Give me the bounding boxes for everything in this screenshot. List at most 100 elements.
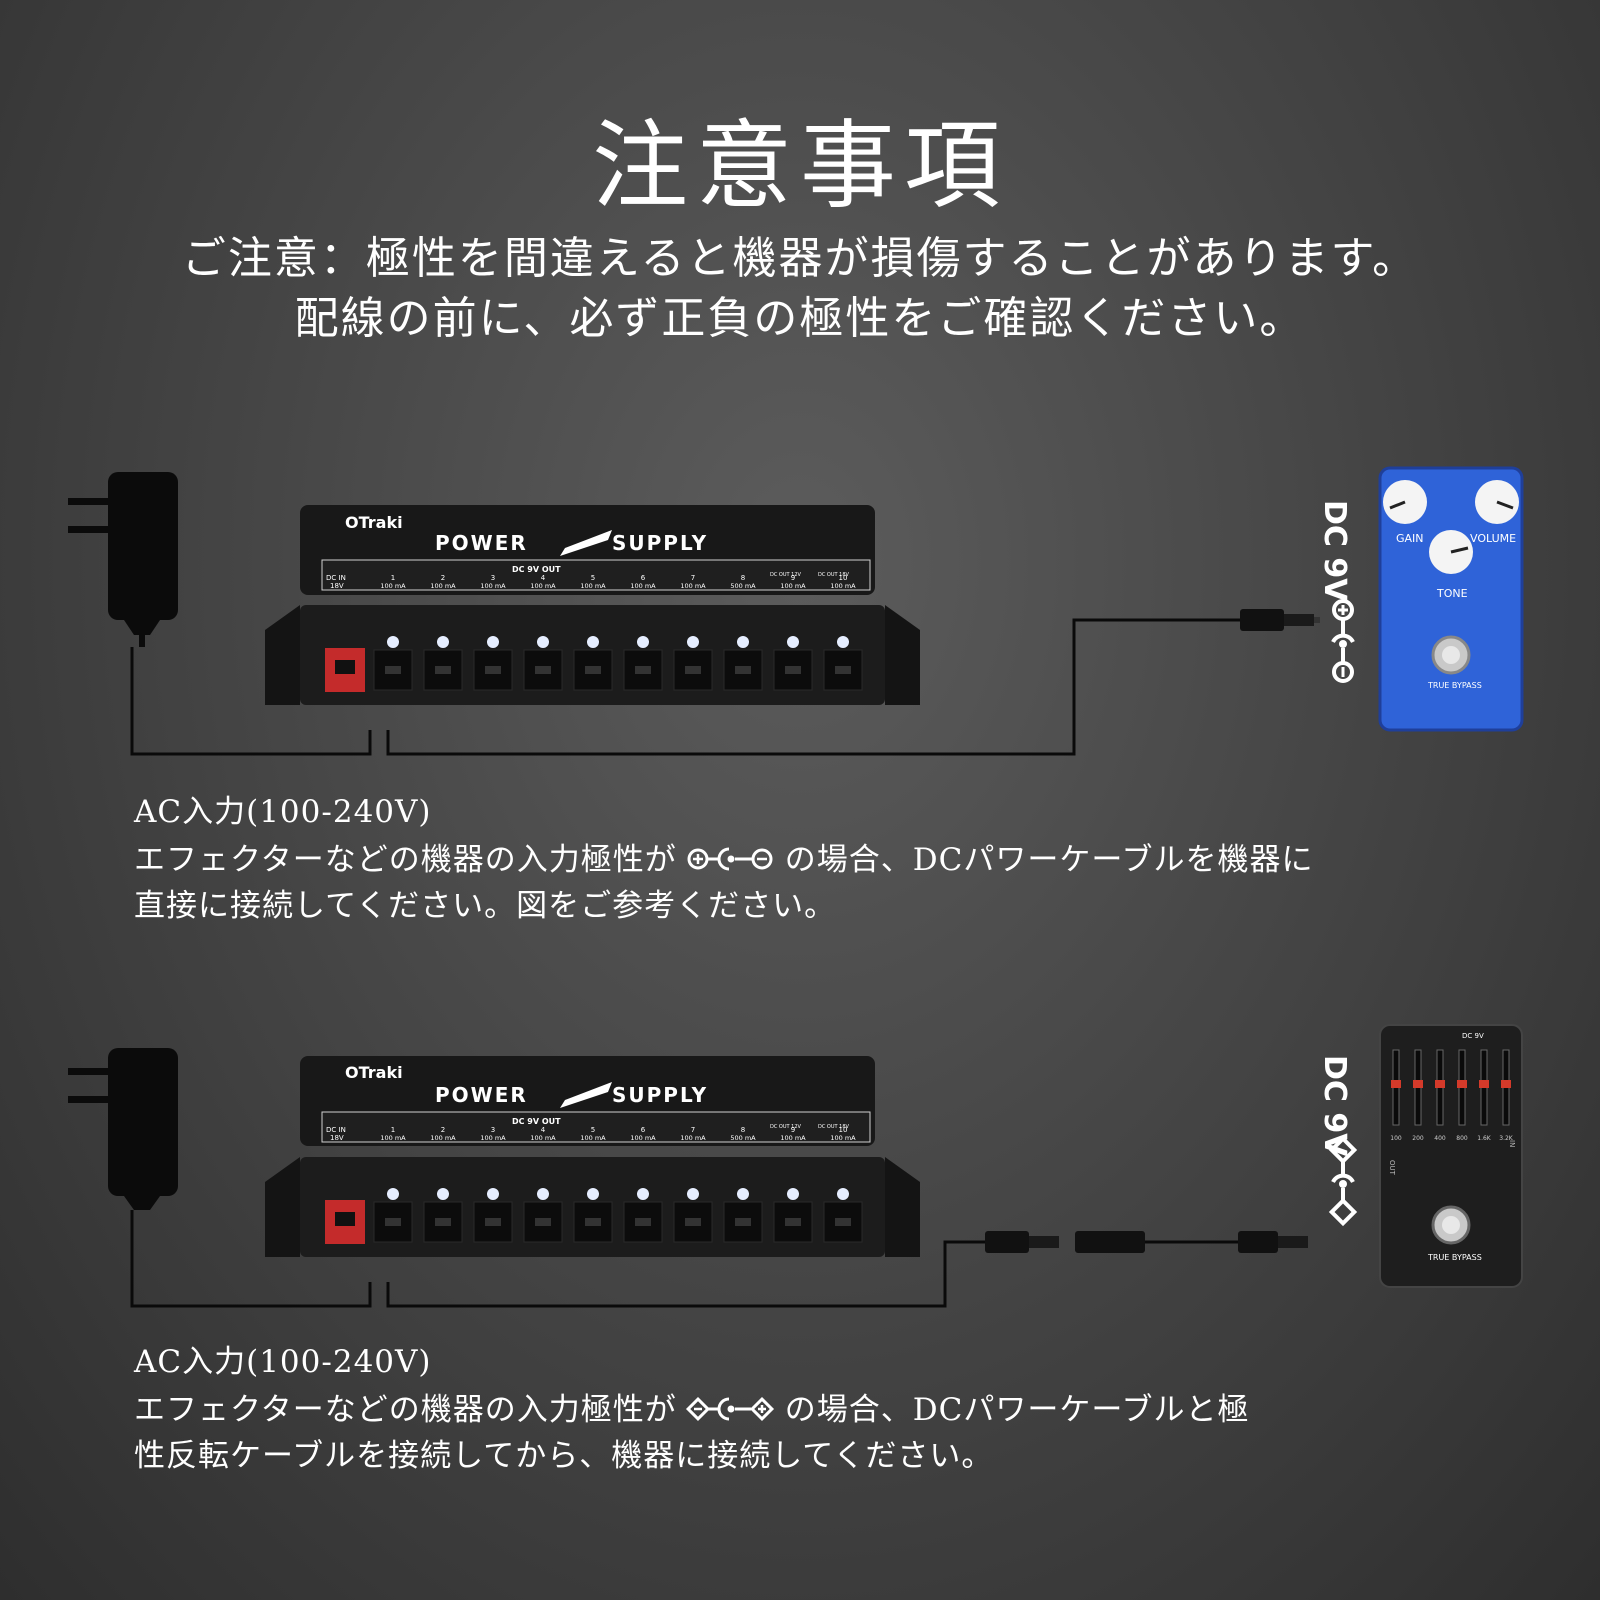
eq-slider-knob: [1435, 1080, 1445, 1088]
port-current: 100 mA: [830, 582, 856, 590]
jack-socket: [635, 666, 651, 674]
port-number: 7: [691, 574, 695, 582]
supply-label: SUPPLY: [612, 1083, 708, 1107]
supply-label: SUPPLY: [612, 531, 708, 555]
out12-label: DC OUT 12V: [770, 1124, 802, 1130]
jack-socket: [585, 666, 601, 674]
jack-socket: [785, 1218, 801, 1226]
dc-in-voltage: 18V: [330, 582, 344, 590]
eq-band-label: 100: [1390, 1135, 1402, 1142]
polarity-center-negative-icon: [1331, 599, 1355, 683]
jack-socket: [735, 1218, 751, 1226]
jack-socket: [435, 666, 451, 674]
port-number: 9: [791, 574, 795, 582]
eq-slider-knob: [1391, 1080, 1401, 1088]
jack-socket: [385, 1218, 401, 1226]
jack-socket: [685, 666, 701, 674]
port-number: 1: [391, 1126, 395, 1134]
out12-label: DC OUT 12V: [770, 572, 802, 578]
ac-adapter-icon: [68, 1048, 178, 1210]
jack-socket: [685, 1218, 701, 1226]
port-current: 100 mA: [530, 582, 556, 590]
pedal1-dc-label: DC 9V: [1317, 500, 1352, 602]
dc-output-jack: [673, 1201, 713, 1243]
port-number: 4: [541, 574, 546, 582]
led-indicator: [587, 1188, 599, 1200]
eq-band-label: 400: [1434, 1135, 1446, 1142]
port-number: 3: [491, 1126, 495, 1134]
volume-label: VOLUME: [1470, 532, 1516, 545]
port-number: 2: [441, 574, 445, 582]
port-current: 100 mA: [380, 1134, 406, 1142]
port-current: 100 mA: [630, 582, 656, 590]
port-current: 100 mA: [580, 582, 606, 590]
port-number: 8: [741, 1126, 745, 1134]
tone-label: TONE: [1436, 587, 1468, 600]
dc-in-label: DC IN: [326, 1126, 346, 1134]
jack-socket: [535, 1218, 551, 1226]
port-current: 100 mA: [780, 1134, 806, 1142]
eq-band-label: 800: [1456, 1135, 1468, 1142]
pedal2-in-label: IN: [1508, 1140, 1516, 1147]
caption1-text-after: の場合、DCパワーケーブルを機器に: [784, 842, 1314, 878]
ac-input-label: AC入力(100-240V): [134, 794, 432, 830]
brand-label: OTraki: [345, 1063, 403, 1082]
port-current: 100 mA: [430, 582, 456, 590]
port-number: 5: [591, 1126, 595, 1134]
led-indicator: [787, 1188, 799, 1200]
polarity-center-positive-icon: [1328, 1135, 1358, 1227]
eq-slider-knob: [1501, 1080, 1511, 1088]
port-current: 500 mA: [730, 582, 756, 590]
jack-socket: [435, 1218, 451, 1226]
gain-label: GAIN: [1396, 532, 1424, 545]
led-indicator: [537, 636, 549, 648]
port-current: 100 mA: [780, 582, 806, 590]
dc-plug-icon: [1240, 609, 1320, 631]
out18-label: DC OUT 18V: [818, 1124, 850, 1130]
port-number: 10: [839, 1126, 848, 1134]
port-current: 100 mA: [680, 1134, 706, 1142]
jack-socket: [535, 666, 551, 674]
port-current: 100 mA: [680, 582, 706, 590]
led-indicator: [687, 1188, 699, 1200]
eq-slider-knob: [1457, 1080, 1467, 1088]
port-current: 100 mA: [480, 1134, 506, 1142]
out18-label: DC OUT 18V: [818, 572, 850, 578]
dc-output-jack: [573, 1201, 613, 1243]
port-number: 2: [441, 1126, 445, 1134]
output-jack-row: [373, 1188, 863, 1243]
port-current: 100 mA: [480, 582, 506, 590]
port-number: 8: [741, 574, 745, 582]
port-number: 6: [641, 574, 646, 582]
port-number: 1: [391, 574, 395, 582]
led-indicator: [637, 636, 649, 648]
eq-slider-knob: [1479, 1080, 1489, 1088]
port-number: 10: [839, 574, 848, 582]
dc-in-label: DC IN: [326, 574, 346, 582]
port-current: 100 mA: [430, 1134, 456, 1142]
led-indicator: [837, 1188, 849, 1200]
ac-input-label: AC入力(100-240V): [134, 1344, 432, 1380]
caption2-text-after: の場合、DCパワーケーブルと極: [784, 1392, 1250, 1428]
jack-socket: [585, 1218, 601, 1226]
caption1-text-before: エフェクターなどの機器の入力極性が: [134, 842, 677, 878]
caption-direct: AC入力(100-240V) エフェクターなどの機器の入力極性が の場合、DCパワ…: [134, 790, 1313, 928]
caption-reversed: AC入力(100-240V) エフェクターなどの機器の入力極性がの場合、DCパワ…: [134, 1340, 1249, 1478]
jack-socket: [385, 666, 401, 674]
jack-socket: [835, 666, 851, 674]
port-number: 3: [491, 574, 495, 582]
dc-plug-icon: [985, 1231, 1059, 1253]
led-indicator: [387, 636, 399, 648]
led-indicator: [537, 1188, 549, 1200]
port-current: 100 mA: [380, 582, 406, 590]
port-number: 7: [691, 1126, 695, 1134]
page-title: 注意事項: [592, 110, 1008, 222]
led-indicator: [587, 636, 599, 648]
led-indicator: [437, 636, 449, 648]
led-indicator: [687, 636, 699, 648]
port-current: 100 mA: [830, 1134, 856, 1142]
true-bypass-label: TRUE BYPASS: [1427, 681, 1482, 690]
port-number: 6: [641, 1126, 646, 1134]
